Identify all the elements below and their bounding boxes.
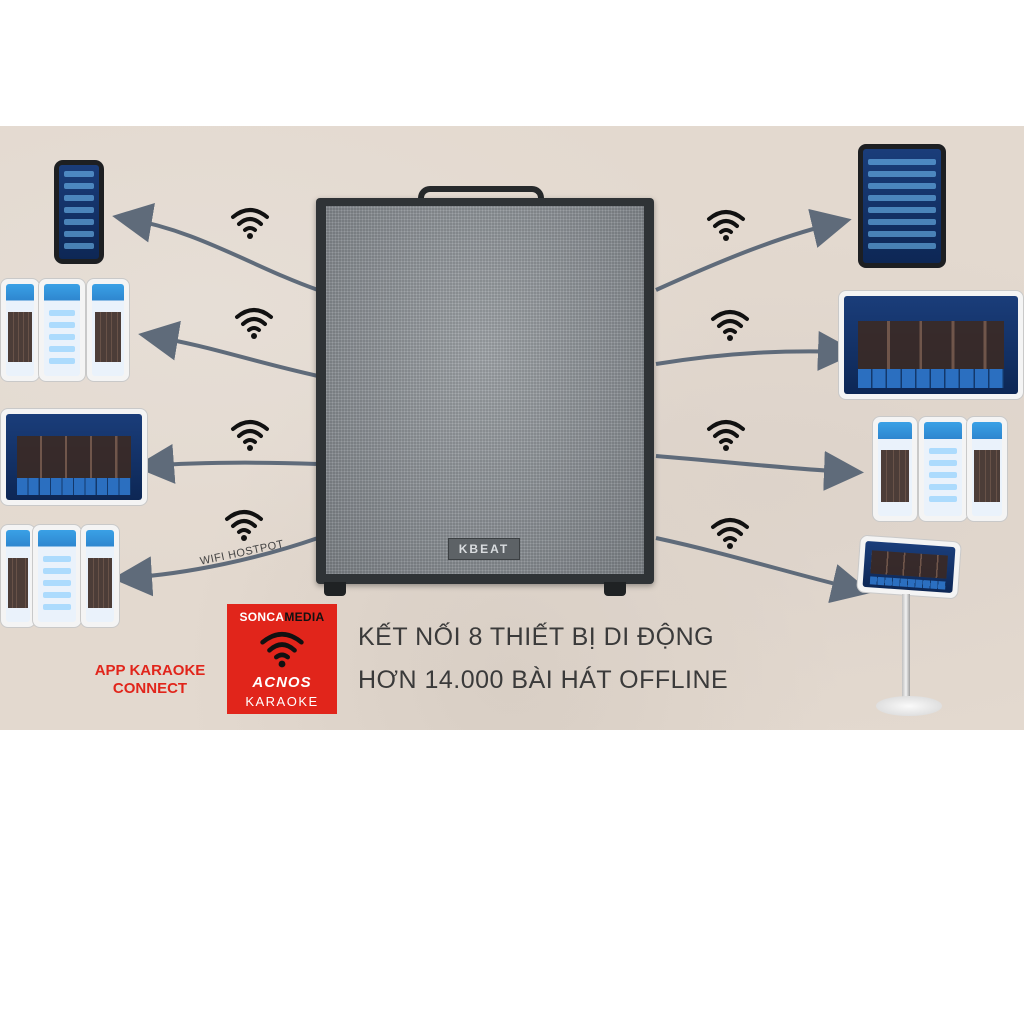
tablet-stand-base — [876, 696, 942, 716]
tablet-stand — [902, 594, 910, 702]
wifi-icon — [260, 632, 304, 668]
speaker-foot — [324, 582, 346, 596]
wifi-icon — [235, 308, 273, 339]
app-label: APP KARAOKE CONNECT — [64, 662, 236, 698]
phone-icon — [918, 416, 968, 522]
headline-line2: HƠN 14.000 BÀI HÁT OFFLINE — [358, 666, 729, 694]
acnos-karaoke-logo: SONCAMEDIA ACNOS KARAOKE — [227, 604, 337, 714]
wifi-icon — [231, 208, 269, 239]
arrow-icon — [112, 536, 319, 597]
wifi-icon — [231, 420, 269, 451]
app-label-line2: CONNECT — [112, 680, 188, 697]
arrow-icon — [655, 450, 864, 491]
arrow-icon — [112, 203, 319, 292]
phone-icon — [872, 416, 918, 522]
wifi-icon — [711, 518, 749, 549]
speaker-foot — [604, 582, 626, 596]
wifi-icon — [225, 510, 263, 541]
phone-icon — [966, 416, 1008, 522]
speaker-brand-logo: KBEAT — [448, 538, 520, 560]
wifi-icon — [711, 310, 749, 341]
speaker-handle — [418, 186, 544, 208]
wifi-icon — [707, 420, 745, 451]
phone-icon — [0, 278, 40, 382]
phone-icon — [0, 524, 36, 628]
tablet-icon — [856, 534, 962, 600]
wifi-icon — [707, 210, 745, 241]
logo-line2: ACNOS — [252, 674, 312, 691]
headline-line1: KẾT NỐI 8 THIẾT BỊ DI ĐỘNG — [358, 623, 715, 651]
arrow-icon — [134, 443, 319, 484]
arrow-icon — [655, 536, 872, 604]
phone-icon — [38, 278, 86, 382]
phone-icon — [54, 160, 104, 264]
phone-icon — [80, 524, 120, 628]
product-banner: KBEAT WIFI HOSTPO — [0, 126, 1024, 730]
connection-arrows — [112, 203, 872, 604]
logo-line3: KARAOKE — [245, 694, 319, 709]
logo-line1: SONCAMEDIA — [239, 610, 325, 624]
speaker-grille — [326, 206, 644, 574]
tablet-icon — [858, 144, 946, 268]
phone-icon — [32, 524, 82, 628]
phone-icon — [86, 278, 130, 382]
tablet-icon — [838, 290, 1024, 400]
karaoke-speaker: KBEAT — [316, 198, 654, 584]
app-label-line1: APP KARAOKE — [94, 662, 206, 679]
arrow-icon — [655, 331, 858, 371]
arrow-icon — [655, 208, 852, 292]
arrow-icon — [138, 320, 319, 378]
tablet-icon — [0, 408, 148, 506]
